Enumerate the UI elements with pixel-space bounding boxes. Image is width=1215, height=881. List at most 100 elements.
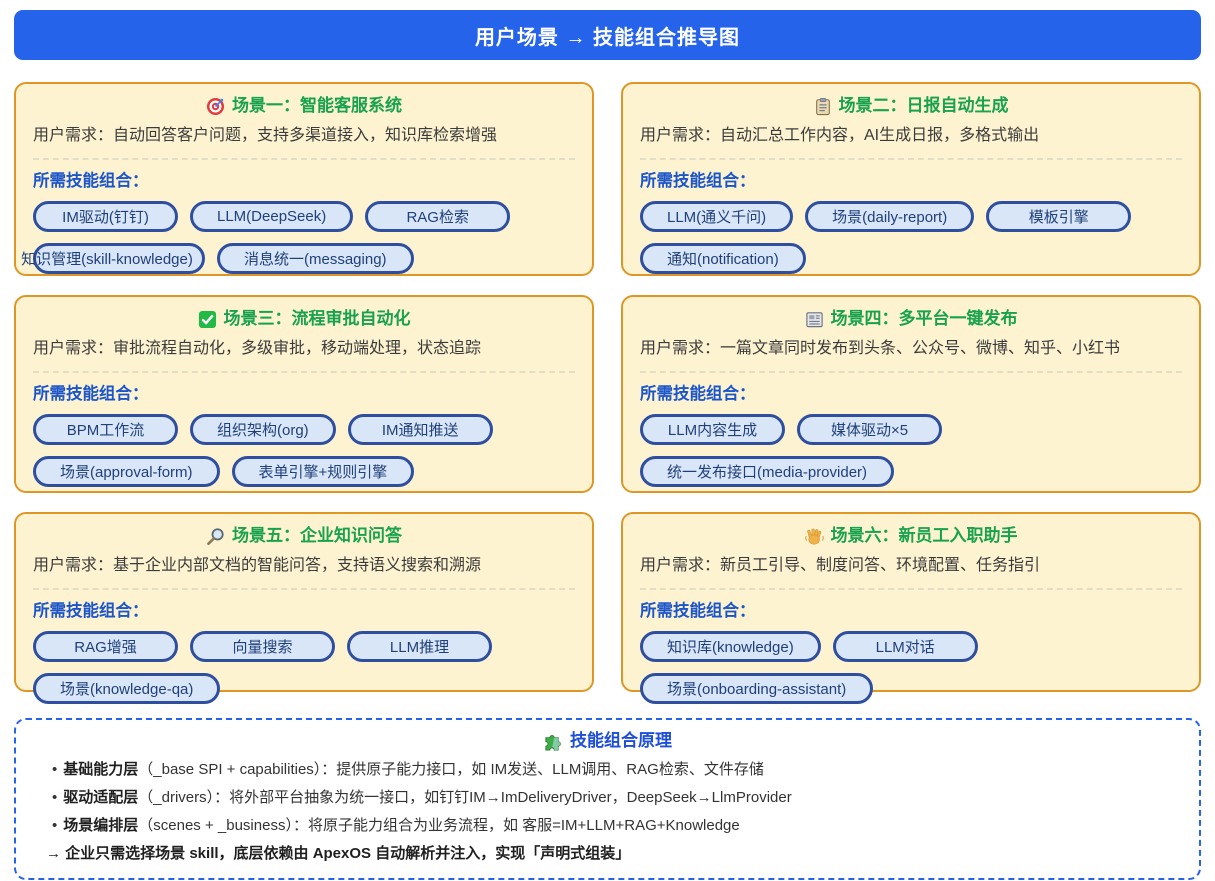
- skill-pill: 场景(daily-report): [805, 201, 975, 232]
- skills-label: 所需技能组合：: [33, 385, 149, 403]
- skill-pills: IM驱动(钉钉) LLM(DeepSeek) RAG检索 知识管理(skill-…: [21, 201, 575, 274]
- skill-pill-label: 消息统一(messaging): [244, 251, 387, 268]
- skill-pill: 向量搜索: [190, 631, 335, 662]
- puzzle-icon: [545, 734, 561, 751]
- skill-pill-label: 统一发布接口(media-provider): [667, 464, 868, 481]
- principle-term: 驱动适配层: [63, 789, 139, 806]
- bullet-icon: •: [52, 817, 58, 834]
- skill-pill: IM通知推送: [347, 414, 493, 445]
- skill-pill: LLM对话: [832, 631, 978, 662]
- principle-term: 基础能力层: [63, 761, 139, 778]
- skill-pills: BPM工作流 组织架构(org) IM通知推送 场景(approval-form…: [33, 414, 575, 487]
- skill-pill: 知识管理(skill-knowledge): [21, 243, 205, 274]
- principle-item: • 基础能力层（_base SPI + capabilities）：提供原子能力接…: [46, 756, 1169, 784]
- skill-pill-label: 媒体驱动×5: [830, 422, 909, 439]
- skills-label: 所需技能组合：: [640, 385, 756, 403]
- skill-pill: IM驱动(钉钉): [33, 201, 178, 232]
- skills-label: 所需技能组合：: [33, 602, 149, 620]
- skill-pill: 场景(approval-form): [33, 456, 220, 487]
- bullet-icon: •: [52, 761, 58, 778]
- skill-pill-label: 场景(onboarding-assistant): [667, 681, 847, 698]
- principle-item-text: （_drivers）：将外部平台抽象为统一接口，如钉钉IM→ImDelivery…: [138, 789, 792, 806]
- skill-pill: 统一发布接口(media-provider): [640, 456, 895, 487]
- user-need-text: 用户需求：审批流程自动化，多级审批，移动端处理，状态追踪: [33, 337, 575, 373]
- skill-pill: LLM推理: [347, 631, 492, 662]
- magnifier-icon: [207, 527, 224, 545]
- check-icon: [198, 310, 216, 328]
- scenario-title-text: 场景四：多平台一键发布: [830, 309, 1018, 328]
- skill-pill: 媒体驱动×5: [797, 414, 942, 445]
- skill-pill: 场景(knowledge-qa): [33, 673, 221, 704]
- skills-label: 所需技能组合：: [640, 172, 756, 190]
- skills-label: 所需技能组合：: [640, 602, 756, 620]
- scenario-grid: 场景一：智能客服系统 用户需求：自动回答客户问题，支持多渠道接入，知识库检索增强…: [14, 82, 1201, 704]
- scenario-title: 场景三：流程审批自动化: [33, 305, 575, 333]
- user-need-text: 用户需求：自动回答客户问题，支持多渠道接入，知识库检索增强: [33, 124, 575, 160]
- skill-pill: RAG增强: [33, 631, 178, 662]
- skill-pill: BPM工作流: [33, 414, 178, 445]
- page-title: 用户场景 → 技能组合推导图: [14, 10, 1201, 60]
- scenario-title-text: 场景五：企业知识问答: [232, 526, 402, 545]
- skill-pill-label: 场景(daily-report): [832, 209, 948, 226]
- principle-title-text: 技能组合原理: [570, 731, 672, 750]
- newspaper-icon: [805, 311, 823, 327]
- skill-pill: 模板引擎: [986, 201, 1132, 232]
- scenario-card-2: 场景二：日报自动生成 用户需求：自动汇总工作内容，AI生成日报，多格式输出 所需…: [621, 82, 1201, 276]
- scenario-title: 场景六：新员工入职助手: [640, 522, 1182, 550]
- bullet-icon: •: [52, 789, 58, 806]
- skill-pills: 知识库(knowledge) LLM对话 场景(onboarding-assis…: [640, 631, 1182, 704]
- skill-pill-label: RAG增强: [74, 639, 137, 656]
- scenario-title: 场景四：多平台一键发布: [640, 305, 1182, 333]
- principle-item-text: （_base SPI + capabilities）：提供原子能力接口，如 IM…: [138, 761, 764, 778]
- skill-pill-label: 场景(approval-form): [60, 464, 193, 481]
- principle-panel: 技能组合原理 • 基础能力层（_base SPI + capabilities）：…: [14, 718, 1201, 880]
- principle-item: • 场景编排层（scenes + _business）：将原子能力组合为业务流程，…: [46, 812, 1169, 840]
- skill-pill: 知识库(knowledge): [640, 631, 821, 662]
- principle-item: • 驱动适配层（_drivers）：将外部平台抽象为统一接口，如钉钉IM→ImDe…: [46, 784, 1169, 812]
- skill-pill-label: LLM推理: [389, 639, 450, 656]
- skill-pill-label: 向量搜索: [232, 639, 293, 656]
- skills-label: 所需技能组合：: [33, 172, 149, 190]
- page-title-text: 用户场景 → 技能组合推导图: [474, 26, 741, 49]
- principle-conclusion: → 企业只需选择场景 skill，底层依赖由 ApexOS 自动解析并注入，实现…: [46, 845, 631, 862]
- scenario-card-5: 场景五：企业知识问答 用户需求：基于企业内部文档的智能问答，支持语义搜索和溯源 …: [14, 512, 594, 704]
- principle-item-text: （scenes + _business）：将原子能力组合为业务流程，如 客服=I…: [138, 817, 740, 834]
- skill-pills: RAG增强 向量搜索 LLM推理 场景(knowledge-qa): [33, 631, 575, 704]
- user-need-text: 用户需求：新员工引导、制度问答、环境配置、任务指引: [640, 554, 1182, 590]
- scenario-card-6: 场景六：新员工入职助手 用户需求：新员工引导、制度问答、环境配置、任务指引 所需…: [621, 512, 1201, 704]
- scenario-title: 场景五：企业知识问答: [33, 522, 575, 550]
- skill-pill-label: IM通知推送: [381, 422, 459, 439]
- clipboard-icon: [815, 97, 830, 115]
- skill-pill: RAG检索: [365, 201, 511, 232]
- scenario-title-text: 场景三：流程审批自动化: [223, 309, 411, 328]
- scenario-card-1: 场景一：智能客服系统 用户需求：自动回答客户问题，支持多渠道接入，知识库检索增强…: [14, 82, 594, 276]
- principle-title: 技能组合原理: [46, 726, 1169, 756]
- scenario-title-text: 场景六：新员工入职助手: [830, 526, 1018, 545]
- skill-pill-label: 组织架构(org): [217, 422, 309, 439]
- principle-term: 场景编排层: [63, 817, 139, 834]
- scenario-title: 场景二：日报自动生成: [640, 92, 1182, 120]
- user-need-text: 用户需求：自动汇总工作内容，AI生成日报，多格式输出: [640, 124, 1182, 160]
- skill-pill-label: 场景(knowledge-qa): [60, 681, 194, 698]
- skill-pill: 表单引擎+规则引擎: [231, 456, 415, 487]
- skill-pills: LLM内容生成 媒体驱动×5 统一发布接口(media-provider): [640, 414, 1182, 487]
- user-need-text: 用户需求：基于企业内部文档的智能问答，支持语义搜索和溯源: [33, 554, 575, 590]
- skill-pill-label: BPM工作流: [66, 422, 145, 439]
- skill-pill-label: 知识管理(skill-knowledge): [21, 251, 193, 268]
- skill-pill: LLM内容生成: [640, 414, 785, 445]
- skill-pill-label: 通知(notification): [667, 251, 779, 268]
- scenario-title-text: 场景二：日报自动生成: [838, 96, 1009, 115]
- scenario-title: 场景一：智能客服系统: [33, 92, 575, 120]
- skill-pill: 通知(notification): [640, 243, 806, 274]
- skill-pill-label: 表单引擎+规则引擎: [258, 464, 388, 481]
- scenario-card-3: 场景三：流程审批自动化 用户需求：审批流程自动化，多级审批，移动端处理，状态追踪…: [14, 295, 594, 493]
- scenario-card-4: 场景四：多平台一键发布 用户需求：一篇文章同时发布到头条、公众号、微博、知乎、小…: [621, 295, 1201, 493]
- target-icon: [206, 97, 225, 115]
- skill-pill-label: LLM(DeepSeek): [217, 208, 327, 225]
- skill-pill: 组织架构(org): [190, 414, 336, 445]
- skill-pill: LLM(通义千问): [640, 201, 794, 232]
- skill-pill-label: LLM对话: [875, 639, 935, 656]
- skill-pill-label: 模板引擎: [1028, 209, 1089, 226]
- skill-pill-label: 知识库(knowledge): [667, 639, 794, 656]
- skill-pill-label: RAG检索: [406, 209, 469, 226]
